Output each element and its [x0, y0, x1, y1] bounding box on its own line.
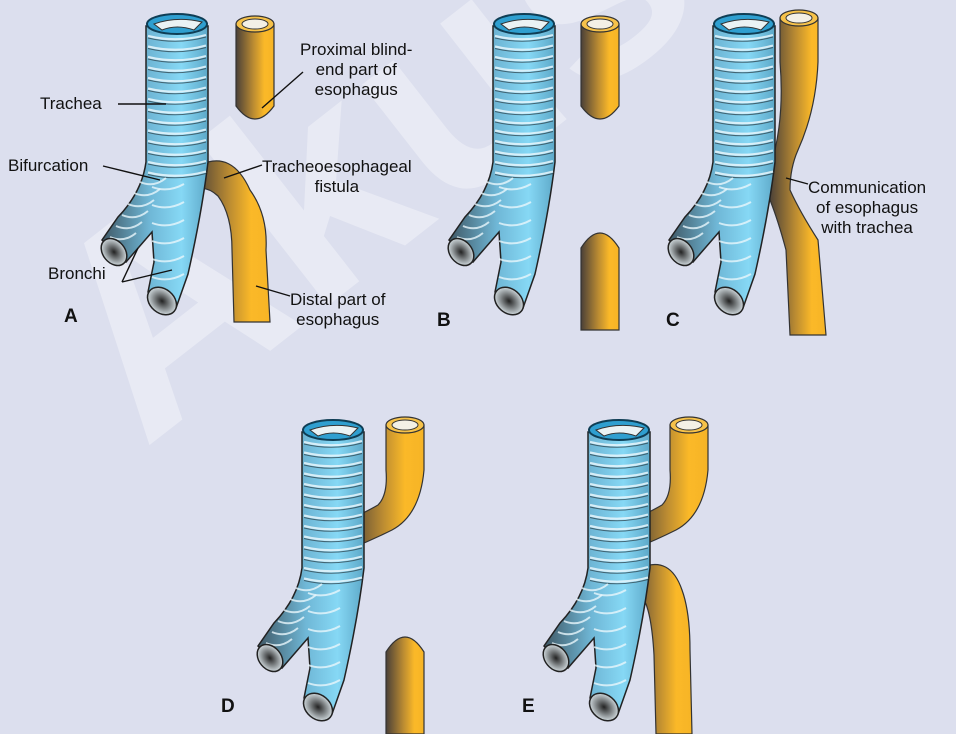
panel-letter-b: B — [437, 310, 451, 332]
label-distal: Distal part of esophagus — [290, 290, 385, 330]
esophagus-proximal — [236, 24, 274, 119]
esophagus-lumen — [676, 420, 702, 430]
esophagus-distal-blind — [386, 637, 424, 734]
panel-c — [663, 10, 826, 335]
esophagus-lumen — [392, 420, 418, 430]
panel-b — [443, 14, 619, 330]
esophagus-proximal — [581, 24, 619, 119]
panel-e — [538, 417, 708, 734]
esophagus-lumen — [786, 13, 812, 23]
esophagus-lumen — [242, 19, 268, 29]
label-fistula: Tracheoesophageal fistula — [262, 157, 412, 197]
panel-d — [252, 417, 424, 734]
esophagus-distal-blind — [581, 233, 619, 330]
panel-letter-a: A — [64, 306, 78, 328]
esophagus-communicating — [770, 18, 826, 335]
label-bronchi: Bronchi — [48, 264, 106, 284]
label-trachea: Trachea — [40, 94, 102, 114]
label-bifurcation: Bifurcation — [8, 156, 88, 176]
label-proximal: Proximal blind- end part of esophagus — [300, 40, 412, 100]
esophagus-distal-fistula — [195, 161, 270, 322]
label-communication: Communication of esophagus with trachea — [808, 178, 926, 238]
panel-a — [96, 14, 274, 322]
panel-letter-d: D — [221, 696, 235, 718]
panel-letter-e: E — [522, 696, 535, 718]
esophagus-lumen — [587, 19, 613, 29]
panel-letter-c: C — [666, 310, 680, 332]
